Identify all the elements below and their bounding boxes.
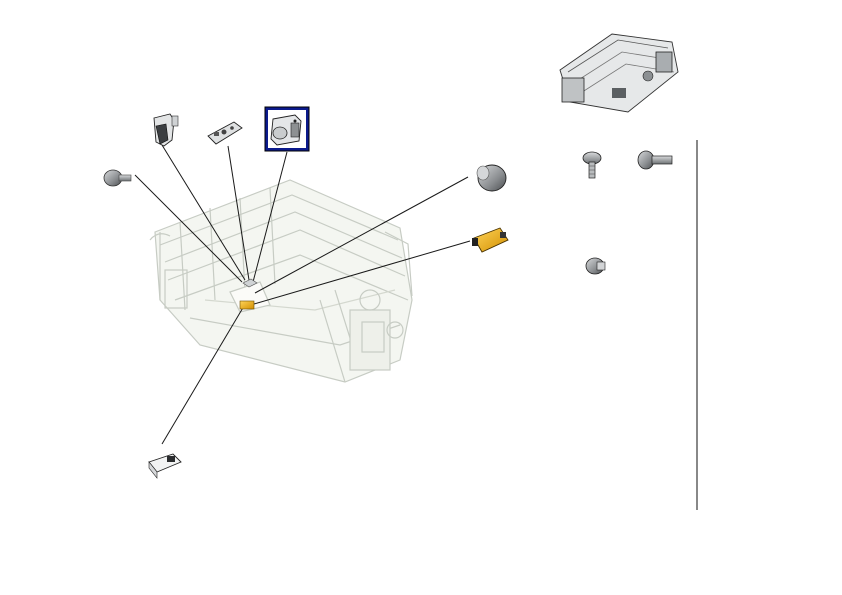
switch-icon[interactable] [148,453,182,479]
sensor-holder-icon[interactable] [264,106,310,152]
fuser-assembly-ghost [149,179,413,383]
stepped-screw-icon[interactable] [585,257,606,275]
screw-icon[interactable] [103,169,132,187]
bracket-icon[interactable] [153,113,179,147]
shoulder-screw-icon[interactable] [637,150,673,170]
flange-screw-icon[interactable] [582,151,602,179]
photo-sensor-icon[interactable] [472,227,509,253]
gear-knob-icon[interactable] [476,164,507,192]
assembly-markers [239,278,258,310]
plate-icon[interactable] [207,121,243,145]
fuser-unit-thumbnail [559,33,679,113]
leader-lines [134,144,471,445]
